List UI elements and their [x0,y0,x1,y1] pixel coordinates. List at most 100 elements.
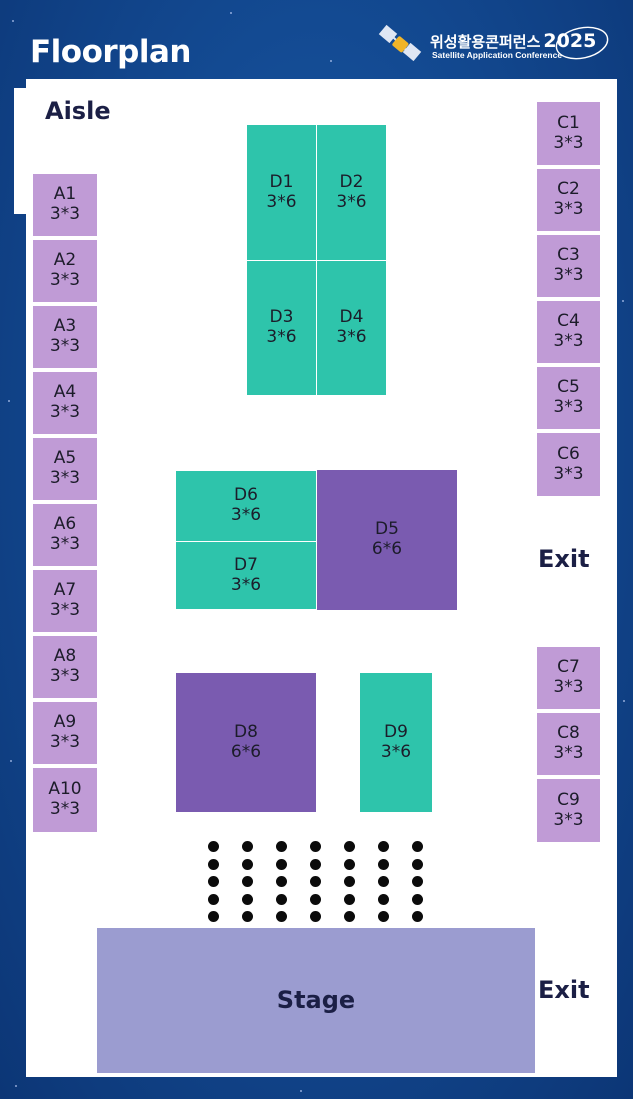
stage-label: Stage [276,986,356,1014]
booth-size: 3*6 [336,191,367,212]
booth-size: 3*3 [49,270,81,290]
booth-size: 3*3 [49,534,81,554]
seat-dot [276,876,287,887]
booth-size: 3*3 [553,265,584,285]
booth-size: 3*3 [553,331,584,351]
seat-dot [208,841,219,852]
seat-dot [310,841,321,852]
booth-size: 3*6 [230,505,262,525]
booth-size: 3*3 [553,132,584,153]
seat-dot [378,841,389,852]
booth-id: A8 [53,646,77,667]
booth-id: D1 [269,171,294,192]
booth-size: 3*3 [49,204,81,224]
booth-size: 3*3 [553,463,584,484]
booth-id: A9 [53,712,77,733]
booth-size: 3*3 [553,677,584,697]
seat-dot [276,893,287,905]
seat-dot [276,841,287,852]
seat-dot [412,911,423,922]
exit-label-lower: Exit [538,976,590,1004]
seat-dot [412,841,423,852]
booth-id: A6 [53,514,77,535]
seat-dot [208,911,219,922]
seat-dot [412,893,423,905]
booth-size: 3*3 [49,732,81,752]
booth-id: C7 [557,657,580,678]
booth-size: 6*6 [230,741,262,762]
page-title: Floorplan [30,34,192,70]
booth-id: D7 [234,554,258,575]
seat-dot [344,858,355,870]
seat-dot [242,876,253,887]
seat-dot [276,911,287,922]
booth-size: 3*3 [49,666,81,686]
booth-id: C5 [557,377,580,398]
booth-id: A7 [53,580,77,601]
booth-size: 3*3 [49,336,81,356]
booth-id: C3 [557,245,580,266]
booth-size: 3*3 [49,799,81,819]
seat-dot [242,858,253,870]
orbit-icon [555,26,609,60]
booth-id: A10 [48,779,82,800]
seat-dot [344,893,355,905]
exit-label-upper: Exit [538,545,590,573]
booth-size: 3*3 [553,743,584,763]
booth-id: A2 [53,250,77,271]
booth-id: D9 [384,721,408,742]
booth-size: 3*6 [336,327,367,347]
seat-dot [242,893,253,905]
booth-id: A1 [53,184,77,205]
aisle-label: Aisle [45,97,111,125]
booth-id: C8 [557,723,580,744]
booth-size: 6*6 [371,539,403,559]
booth-id: D5 [375,519,399,540]
stage: Stage [97,928,535,1073]
booth-id: D6 [234,485,258,506]
seat-dot [276,858,287,870]
booth-size: 3*3 [49,402,81,422]
booth-size: 3*3 [49,600,81,620]
seat-dot [310,911,321,922]
exit-lower-notch [598,912,617,1064]
booth-id: C4 [557,311,580,332]
booth-id: D8 [234,721,258,742]
logo-subtitle: Satellite Application Conference [432,50,563,60]
seat-dot [242,841,253,852]
seat-dot [310,893,321,905]
booth-id: C9 [557,789,580,810]
booth-id: C2 [557,179,580,200]
satellite-icon [378,24,422,62]
booth-size: 3*6 [230,574,262,595]
